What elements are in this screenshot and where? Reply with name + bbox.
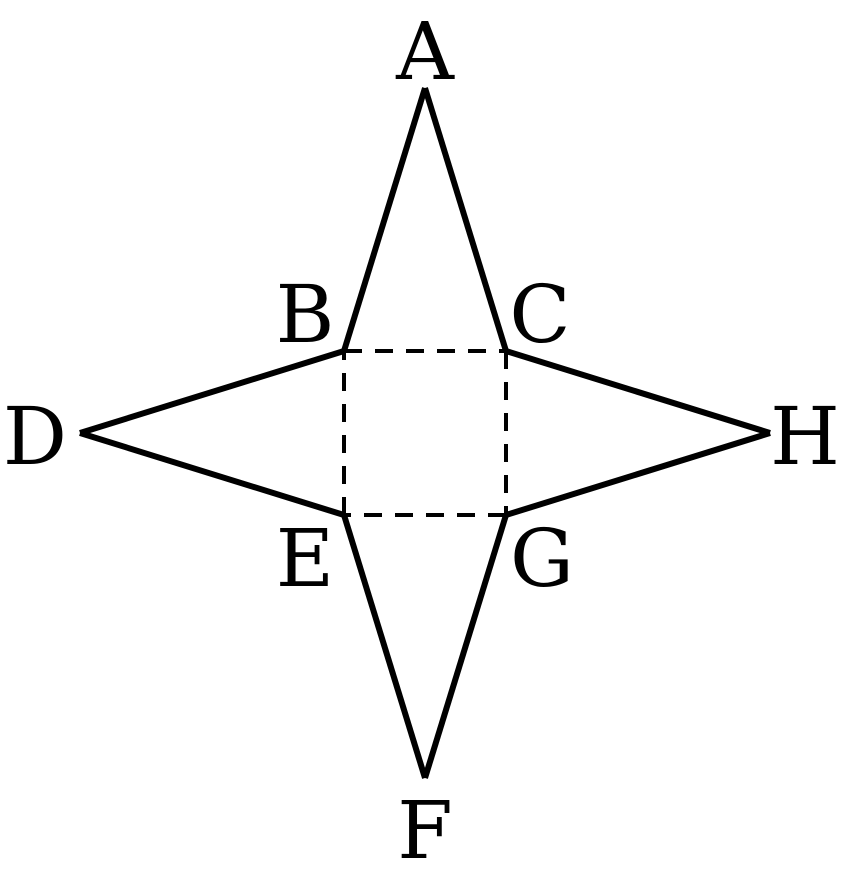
edge-d-e xyxy=(79,430,345,518)
vertex-label-b: B xyxy=(276,268,335,361)
vertex-label-h: H xyxy=(770,390,840,483)
vertex-label-g: G xyxy=(510,512,574,605)
edge-b-d xyxy=(79,348,345,436)
vertex-label-d: D xyxy=(3,390,67,483)
vertex-label-e: E xyxy=(276,512,334,605)
edge-h-g xyxy=(505,430,771,518)
edge-f-g xyxy=(422,514,509,779)
vertex-label-c: C xyxy=(509,268,570,361)
edge-e-f xyxy=(341,514,428,779)
vertex-label-f: F xyxy=(397,784,453,877)
edge-c-h xyxy=(505,348,771,436)
edge-a-c xyxy=(422,87,509,352)
vertex-label-a: A xyxy=(395,5,455,98)
edge-a-b xyxy=(341,87,428,352)
